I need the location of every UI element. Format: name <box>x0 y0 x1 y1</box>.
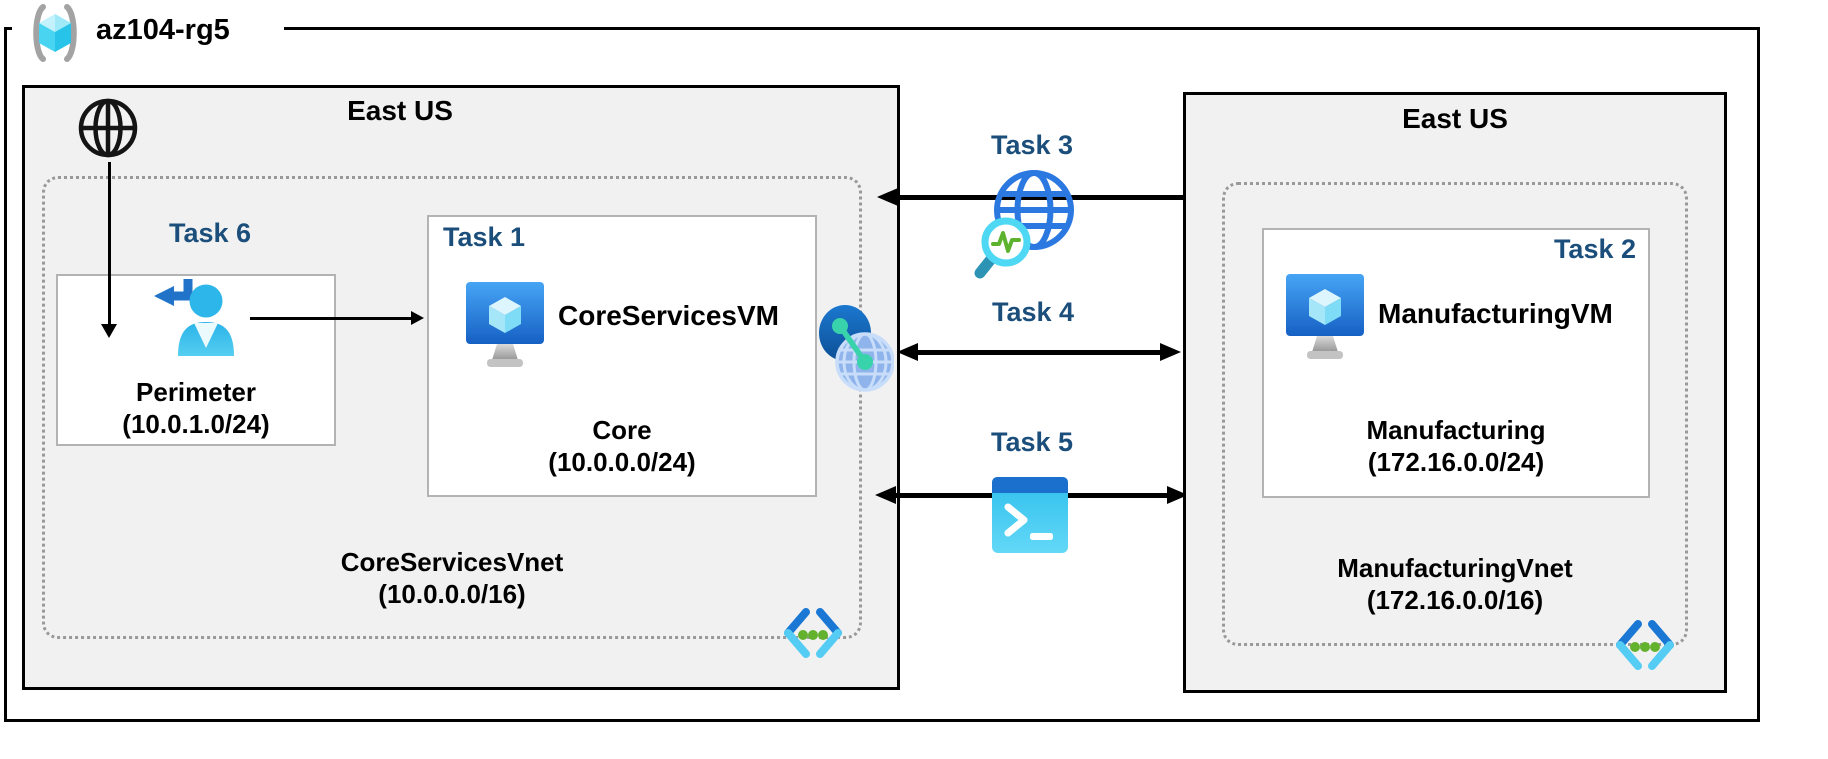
core-vm-label: CoreServicesVM <box>558 300 780 331</box>
arrow-line <box>107 162 111 326</box>
task6-label: Task 6 <box>168 218 252 248</box>
virtual-network-icon <box>1616 620 1674 670</box>
arrow-line <box>250 316 413 320</box>
task4-arrow <box>897 343 1181 362</box>
vnet-right-label: ManufacturingVnet (172.16.0.0/16) <box>1222 552 1688 616</box>
network-watcher-icon <box>974 170 1074 279</box>
vnet-box-right <box>1222 182 1688 646</box>
manufacturing-subnet-box <box>1262 228 1650 498</box>
arrowhead-right <box>1167 486 1188 504</box>
core-name: Core <box>592 415 652 445</box>
perimeter-name: Perimeter <box>136 377 256 407</box>
arrowhead-left <box>875 486 896 504</box>
arrowhead-left <box>897 343 918 361</box>
virtual-network-icon <box>784 608 842 658</box>
arrowhead-down <box>101 324 117 338</box>
task2-label: Task 2 <box>1553 234 1636 264</box>
perimeter-to-core-arrow <box>250 311 424 325</box>
vnet-box-left <box>42 176 862 639</box>
manufacturing-cidr: (172.16.0.0/24) <box>1367 447 1545 477</box>
internet-arrow <box>101 162 117 338</box>
vnet-left-label: CoreServicesVnet (10.0.0.0/16) <box>42 546 862 610</box>
virtual-machine-icon <box>466 282 544 367</box>
cloud-shell-icon <box>992 477 1068 553</box>
core-subnet-label: Core (10.0.0.0/24) <box>427 414 817 478</box>
task3-label: Task 3 <box>990 130 1074 160</box>
manufacturing-vm-label: ManufacturingVM <box>1378 298 1613 329</box>
user-signin-icon <box>154 279 234 356</box>
resource-group-label: az104-rg5 <box>96 14 230 46</box>
core-cidr: (10.0.0.0/24) <box>548 447 696 477</box>
vnet-peering-icon <box>819 305 894 392</box>
perimeter-cidr: (10.0.1.0/24) <box>122 409 270 439</box>
task4-label: Task 4 <box>991 297 1075 327</box>
virtual-machine-icon <box>1286 274 1364 359</box>
vnet-left-name: CoreServicesVnet <box>340 547 564 577</box>
vnet-right-cidr: (172.16.0.0/16) <box>1366 585 1544 615</box>
manufacturing-subnet-label: Manufacturing (172.16.0.0/24) <box>1262 414 1650 478</box>
arrowhead-right <box>1160 343 1181 361</box>
resource-group-icon <box>33 4 77 62</box>
region-right-title: East US <box>1402 103 1508 134</box>
task5-label: Task 5 <box>990 427 1074 457</box>
manufacturing-name: Manufacturing <box>1366 415 1546 445</box>
internet-globe-icon <box>78 98 138 158</box>
perimeter-label: Perimeter (10.0.1.0/24) <box>56 376 336 440</box>
arrowhead-right <box>411 311 424 325</box>
core-subnet-box <box>427 215 817 497</box>
vnet-left-cidr: (10.0.0.0/16) <box>378 579 526 609</box>
task1-label: Task 1 <box>443 222 526 252</box>
vnet-right-name: ManufacturingVnet <box>1337 553 1573 583</box>
resource-group-frame <box>4 27 1760 722</box>
region-left-title: East US <box>347 95 453 126</box>
arrowhead-left <box>877 188 898 206</box>
arrow-line <box>891 195 1191 200</box>
arrow-line <box>911 350 1167 355</box>
